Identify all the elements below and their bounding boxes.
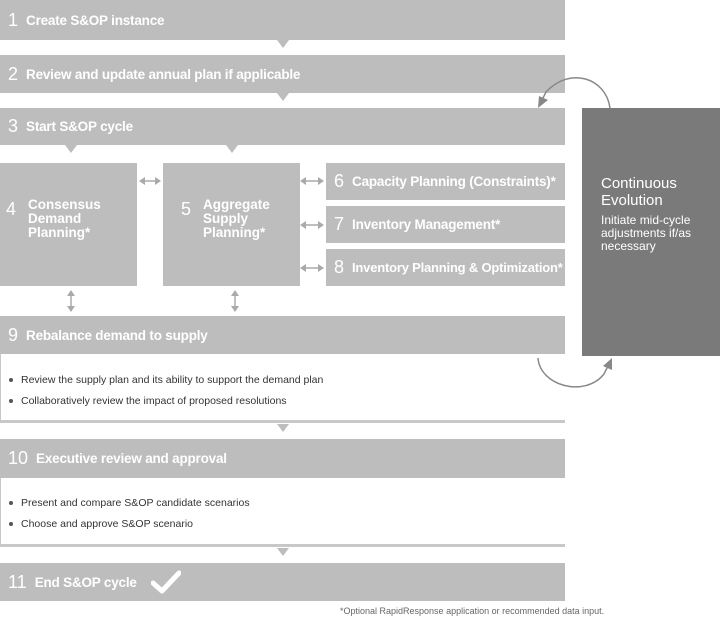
step-number: 6 [334, 171, 345, 191]
down-arrow-icon [277, 40, 289, 48]
divider [0, 544, 565, 547]
step-6-bar: 6 Capacity Planning (Constraints)* [326, 163, 565, 200]
step-9-bar: 9 Rebalance demand to supply [0, 316, 565, 354]
step-2-bar: 2 Review and update annual plan if applic… [0, 55, 565, 93]
list-item: Review the supply plan and its ability t… [9, 374, 323, 386]
evolution-text: Initiate mid-cycle adjustments if/as nec… [601, 213, 692, 253]
list-item: Choose and approve S&OP scenario [9, 518, 193, 530]
step-number: 1 [8, 9, 19, 30]
step-9-details: Review the supply plan and its ability t… [0, 354, 565, 420]
step-number: 8 [334, 257, 345, 277]
checkmark-icon [150, 570, 181, 594]
step-10-details: Present and compare S&OP candidate scena… [0, 478, 565, 544]
bullet-icon [9, 522, 13, 526]
step-number: 7 [334, 214, 345, 234]
step-number: 11 [8, 571, 27, 592]
double-arrow-icon [300, 177, 324, 185]
step-8-bar: 8 Inventory Planning & Optimization* [326, 249, 565, 286]
step-1-bar: 1 Create S&OP instance [0, 0, 565, 40]
down-arrow-icon [277, 424, 289, 432]
down-arrow-icon [65, 145, 77, 153]
step-4-box: 4 Consensus Demand Planning* [0, 163, 137, 286]
step-label: Inventory Management* [352, 217, 501, 232]
footnote: *Optional RapidResponse application or r… [340, 606, 605, 616]
double-arrow-icon [300, 221, 324, 229]
step-label: Create S&OP instance [26, 12, 165, 28]
step-label: Review and update annual plan if applica… [26, 66, 301, 82]
cycle-arrow-icon [537, 357, 612, 388]
step-number: 9 [8, 324, 19, 345]
down-arrow-icon [277, 548, 289, 556]
double-arrow-icon [67, 290, 75, 312]
step-10-bar: 10 Executive review and approval [0, 439, 565, 478]
step-3-bar: 3 Start S&OP cycle [0, 108, 565, 145]
divider [0, 420, 565, 423]
step-7-bar: 7 Inventory Management* [326, 206, 565, 243]
step-label: Aggregate Supply Planning* [203, 197, 270, 240]
step-number: 3 [8, 116, 19, 136]
list-item: Present and compare S&OP candidate scena… [9, 497, 250, 509]
down-arrow-icon [226, 145, 238, 153]
bullet-icon [9, 501, 13, 505]
bullet-icon [9, 399, 13, 403]
step-number: 5 [181, 199, 192, 219]
double-arrow-icon [300, 264, 324, 272]
step-number: 10 [8, 448, 29, 468]
double-arrow-icon [139, 177, 161, 185]
bullet-icon [9, 378, 13, 382]
step-label: Consensus Demand Planning* [28, 197, 101, 240]
list-item: Collaboratively review the impact of pro… [9, 395, 287, 407]
step-5-box: 5 Aggregate Supply Planning* [163, 163, 300, 286]
down-arrow-icon [277, 93, 289, 101]
step-label: Executive review and approval [36, 451, 227, 466]
evolution-title: Continuous Evolution [601, 175, 677, 209]
step-number: 4 [6, 199, 17, 219]
step-label: Capacity Planning (Constraints)* [352, 174, 556, 189]
step-label: Rebalance demand to supply [26, 327, 208, 343]
step-label: Start S&OP cycle [26, 119, 133, 134]
step-label: Inventory Planning & Optimization* [352, 260, 563, 275]
continuous-evolution-panel: Continuous Evolution Initiate mid-cycle … [582, 108, 720, 356]
step-label: End S&OP cycle [34, 574, 137, 590]
cycle-arrow-icon [538, 77, 611, 109]
double-arrow-icon [231, 290, 239, 312]
step-11-bar: 11 End S&OP cycle [0, 563, 565, 601]
step-number: 2 [8, 63, 19, 84]
